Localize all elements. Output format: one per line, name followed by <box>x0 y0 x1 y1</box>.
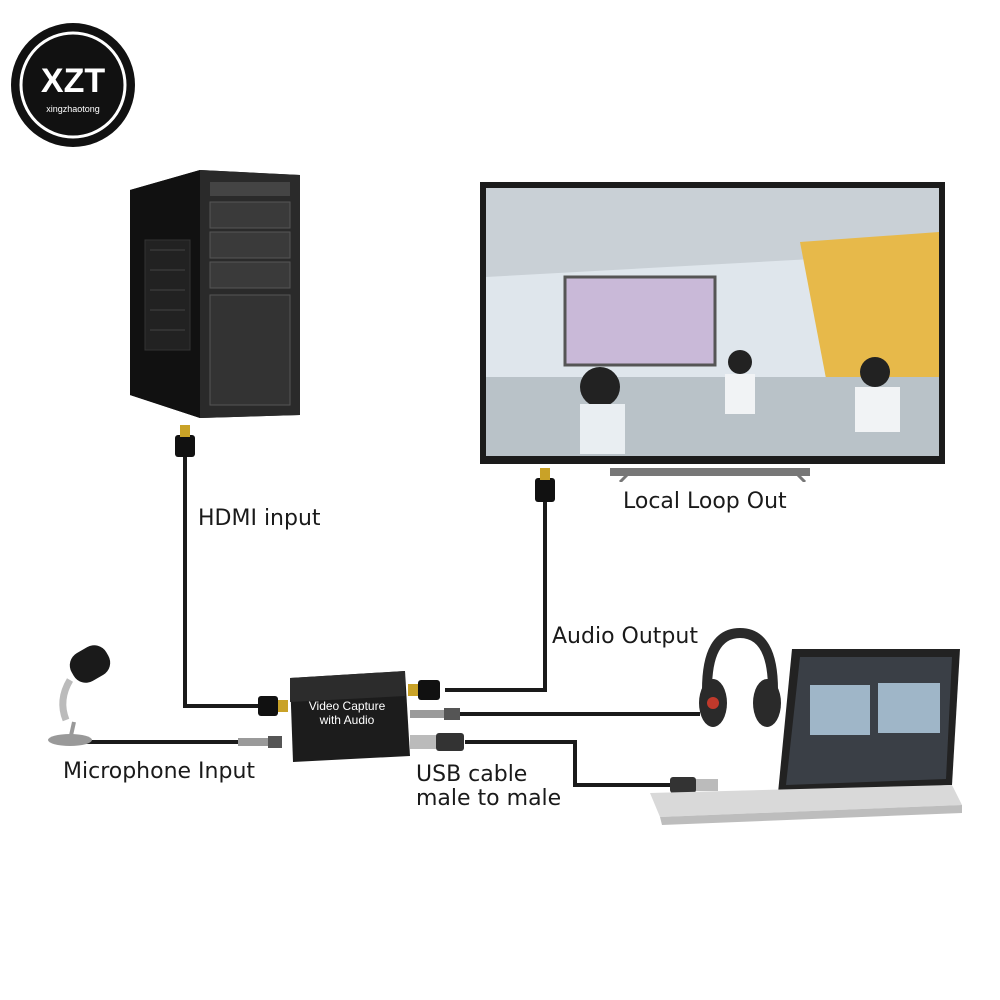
logo-brand: xingzhaotong <box>46 104 100 114</box>
brand-logo: XZT xingzhaotong <box>11 23 135 147</box>
device-label-line2: with Audio <box>319 713 375 727</box>
headphones-icon <box>699 627 781 727</box>
capture-device: Video Capture with Audio <box>290 671 410 762</box>
hdmi-plug-icon <box>175 425 555 716</box>
logo-initials: XZT <box>41 62 105 100</box>
audio-output-label: Audio Output <box>552 624 698 649</box>
audio-jack-icon <box>238 708 460 748</box>
microphone-input-label: Microphone Input <box>63 759 256 784</box>
microphone-icon <box>48 645 111 746</box>
tv-monitor-icon <box>480 182 945 482</box>
laptop-icon <box>650 649 962 825</box>
usb-plug-icon <box>410 733 718 793</box>
device-label-line1: Video Capture <box>309 699 386 713</box>
local-loop-out-label: Local Loop Out <box>623 489 787 514</box>
usb-cable-label: USB cable <box>416 762 528 787</box>
usb-male-to-male-label: male to male <box>416 786 562 811</box>
pc-tower-icon <box>130 170 300 418</box>
hdmi-input-label: HDMI input <box>198 506 321 531</box>
